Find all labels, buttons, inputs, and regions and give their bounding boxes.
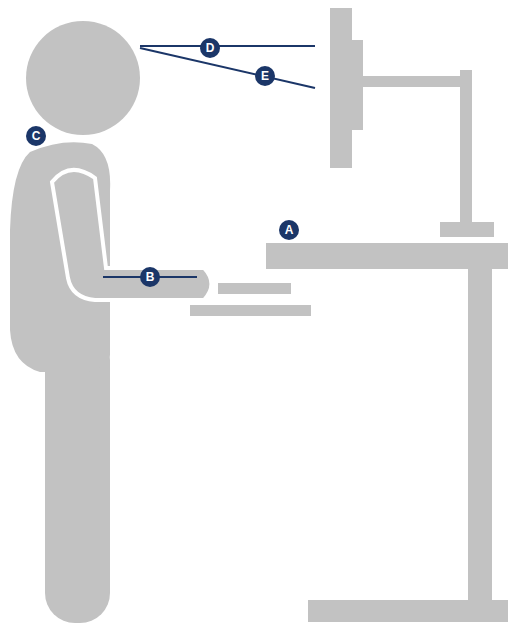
desk-foot xyxy=(308,600,508,622)
callout-letter: C xyxy=(26,126,46,146)
callout-letter: B xyxy=(140,267,160,287)
head xyxy=(26,21,140,135)
legs xyxy=(45,330,110,623)
keyboard-tray xyxy=(190,305,311,316)
keyboard xyxy=(218,283,291,294)
monitor-pole xyxy=(460,70,472,226)
monitor-arm xyxy=(362,76,470,87)
monitor-base xyxy=(440,222,494,237)
monitor-back xyxy=(352,40,363,130)
callout-letter: E xyxy=(255,66,275,86)
callout-letter: D xyxy=(200,38,220,58)
desk-top xyxy=(266,243,508,269)
monitor-screen xyxy=(330,8,352,168)
desk-leg xyxy=(468,268,492,602)
arm xyxy=(52,170,212,300)
callout-letter: A xyxy=(279,220,299,240)
view-angle-line xyxy=(140,48,315,88)
eye-level-line xyxy=(140,45,315,47)
